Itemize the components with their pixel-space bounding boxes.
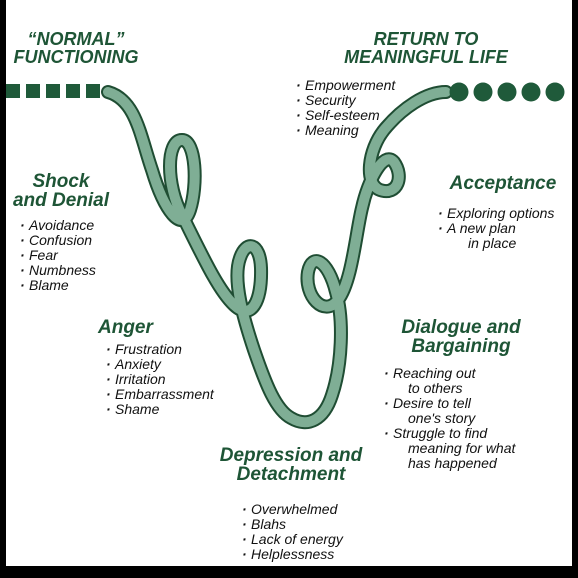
circle-marker (473, 82, 493, 102)
title-line: Depression and (219, 445, 363, 466)
title-line: Anger (98, 317, 153, 338)
ribbon-curve (101, 85, 453, 430)
list-item: Lack of energy (242, 532, 343, 548)
list-item: Anxiety (106, 357, 214, 373)
normal-functioning-title: “NORMAL” FUNCTIONING (6, 30, 146, 66)
list-item: Irritation (106, 372, 214, 388)
title-line: Bargaining (411, 336, 511, 357)
list-item: Exploring options (438, 206, 554, 222)
list-item-continued: in place (468, 235, 517, 251)
square-marker (46, 84, 60, 98)
list-item-continued: to others (408, 380, 463, 396)
square-marker (26, 84, 40, 98)
square-marker (86, 84, 100, 98)
depression-title: Depression and Detachment (206, 446, 376, 484)
list-item: Embarrassment (106, 387, 214, 403)
title-line: “NORMAL” (27, 29, 125, 49)
normal-markers (6, 84, 100, 98)
diagram-canvas: “NORMAL” FUNCTIONING RETURN TO MEANINGFU… (6, 0, 572, 566)
list-item: Meaning (296, 123, 395, 139)
acceptance-title: Acceptance (438, 174, 568, 193)
title-line: RETURN TO (373, 29, 479, 49)
list-item: Self-esteem (296, 108, 395, 124)
list-item: Reaching out (384, 366, 515, 382)
list-item: Empowerment (296, 78, 395, 94)
shock-list: Avoidance Confusion Fear Numbness Blame (20, 218, 96, 294)
title-line: and Denial (12, 190, 110, 211)
list-item-continued: has happened (408, 455, 497, 471)
list-item: Overwhelmed (242, 502, 343, 518)
title-line: Acceptance (449, 173, 557, 194)
return-markers (449, 82, 565, 102)
list-item: Desire to tell (384, 396, 515, 412)
title-line: Detachment (236, 464, 346, 485)
acceptance-list: Exploring options A new plan in place (438, 206, 554, 251)
return-title: RETURN TO MEANINGFUL LIFE (336, 30, 516, 66)
list-item: Shame (106, 402, 214, 418)
list-item: Blahs (242, 517, 343, 533)
return-list: Empowerment Security Self-esteem Meaning (296, 78, 395, 139)
list-item: Frustration (106, 342, 214, 358)
list-item: Fear (20, 248, 96, 264)
circle-marker (449, 82, 469, 102)
square-marker (6, 84, 20, 98)
list-item: Confusion (20, 233, 96, 249)
circle-marker (521, 82, 541, 102)
shock-title: Shock and Denial (6, 172, 116, 210)
list-item-continued: one's story (408, 410, 476, 426)
title-line: Shock (32, 171, 90, 192)
circle-marker (545, 82, 565, 102)
anger-title: Anger (98, 318, 168, 337)
list-item: Security (296, 93, 395, 109)
list-item: Avoidance (20, 218, 96, 234)
title-line: FUNCTIONING (13, 47, 139, 67)
list-item-continued: meaning for what (408, 440, 516, 456)
list-item: Blame (20, 278, 96, 294)
title-line: MEANINGFUL LIFE (344, 47, 508, 67)
anger-list: Frustration Anxiety Irritation Embarrass… (106, 342, 214, 418)
list-item: Numbness (20, 263, 96, 279)
dialogue-title: Dialogue and Bargaining (386, 318, 536, 356)
depression-list: Overwhelmed Blahs Lack of energy Helples… (242, 502, 343, 563)
list-item: A new plan (438, 221, 554, 237)
title-line: Dialogue and (401, 317, 521, 338)
square-marker (66, 84, 80, 98)
list-item: Struggle to find (384, 426, 515, 442)
circle-marker (497, 82, 517, 102)
dialogue-list: Reaching out to others Desire to tell on… (384, 366, 515, 471)
list-item: Helplessness (242, 547, 343, 563)
